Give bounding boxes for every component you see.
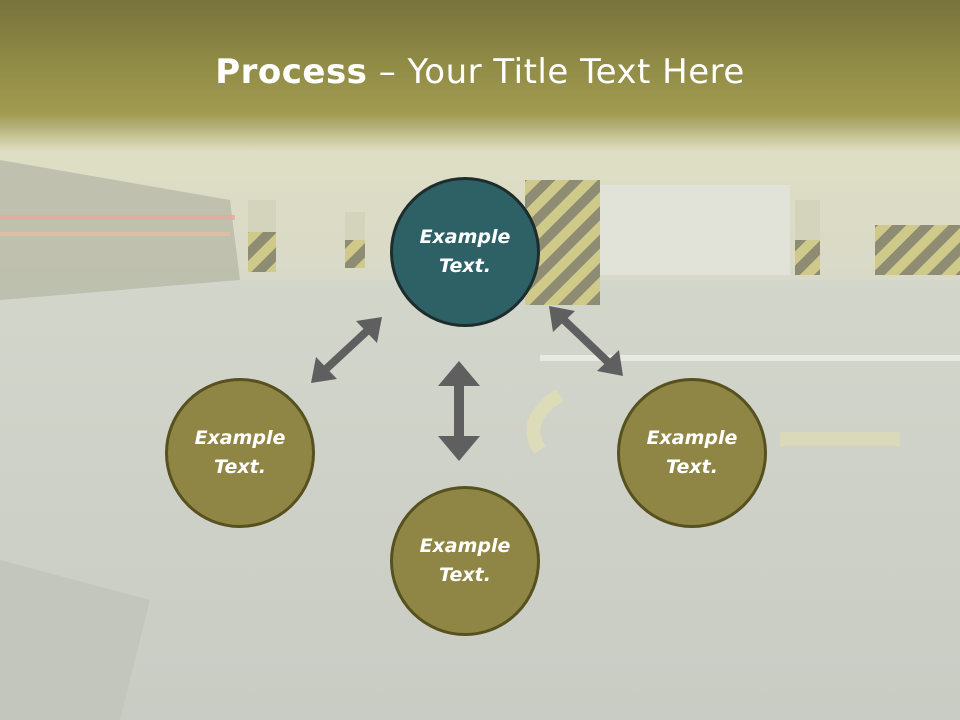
title-rest: – Your Title Text Here xyxy=(367,52,745,92)
node-bottom-text: Example Text. xyxy=(420,532,511,590)
node-left-line2: Text. xyxy=(214,456,266,478)
process-node-left[interactable]: Example Text. xyxy=(165,378,315,528)
node-top-text: Example Text. xyxy=(420,223,511,281)
slide-title: Process – Your Title Text Here xyxy=(0,52,960,92)
node-left-line1: Example xyxy=(194,427,286,449)
title-band xyxy=(0,0,960,152)
node-right-line2: Text. xyxy=(666,456,718,478)
node-right-line1: Example xyxy=(646,427,738,449)
process-node-bottom[interactable]: Example Text. xyxy=(390,486,540,636)
node-top-line1: Example xyxy=(419,226,511,248)
node-top-line2: Text. xyxy=(439,255,491,277)
process-node-right[interactable]: Example Text. xyxy=(617,378,767,528)
node-right-text: Example Text. xyxy=(647,424,738,482)
title-bold: Process xyxy=(215,52,368,92)
node-bottom-line2: Text. xyxy=(439,564,491,586)
process-node-top[interactable]: Example Text. xyxy=(390,177,540,327)
node-bottom-line1: Example xyxy=(419,535,511,557)
node-left-text: Example Text. xyxy=(195,424,286,482)
